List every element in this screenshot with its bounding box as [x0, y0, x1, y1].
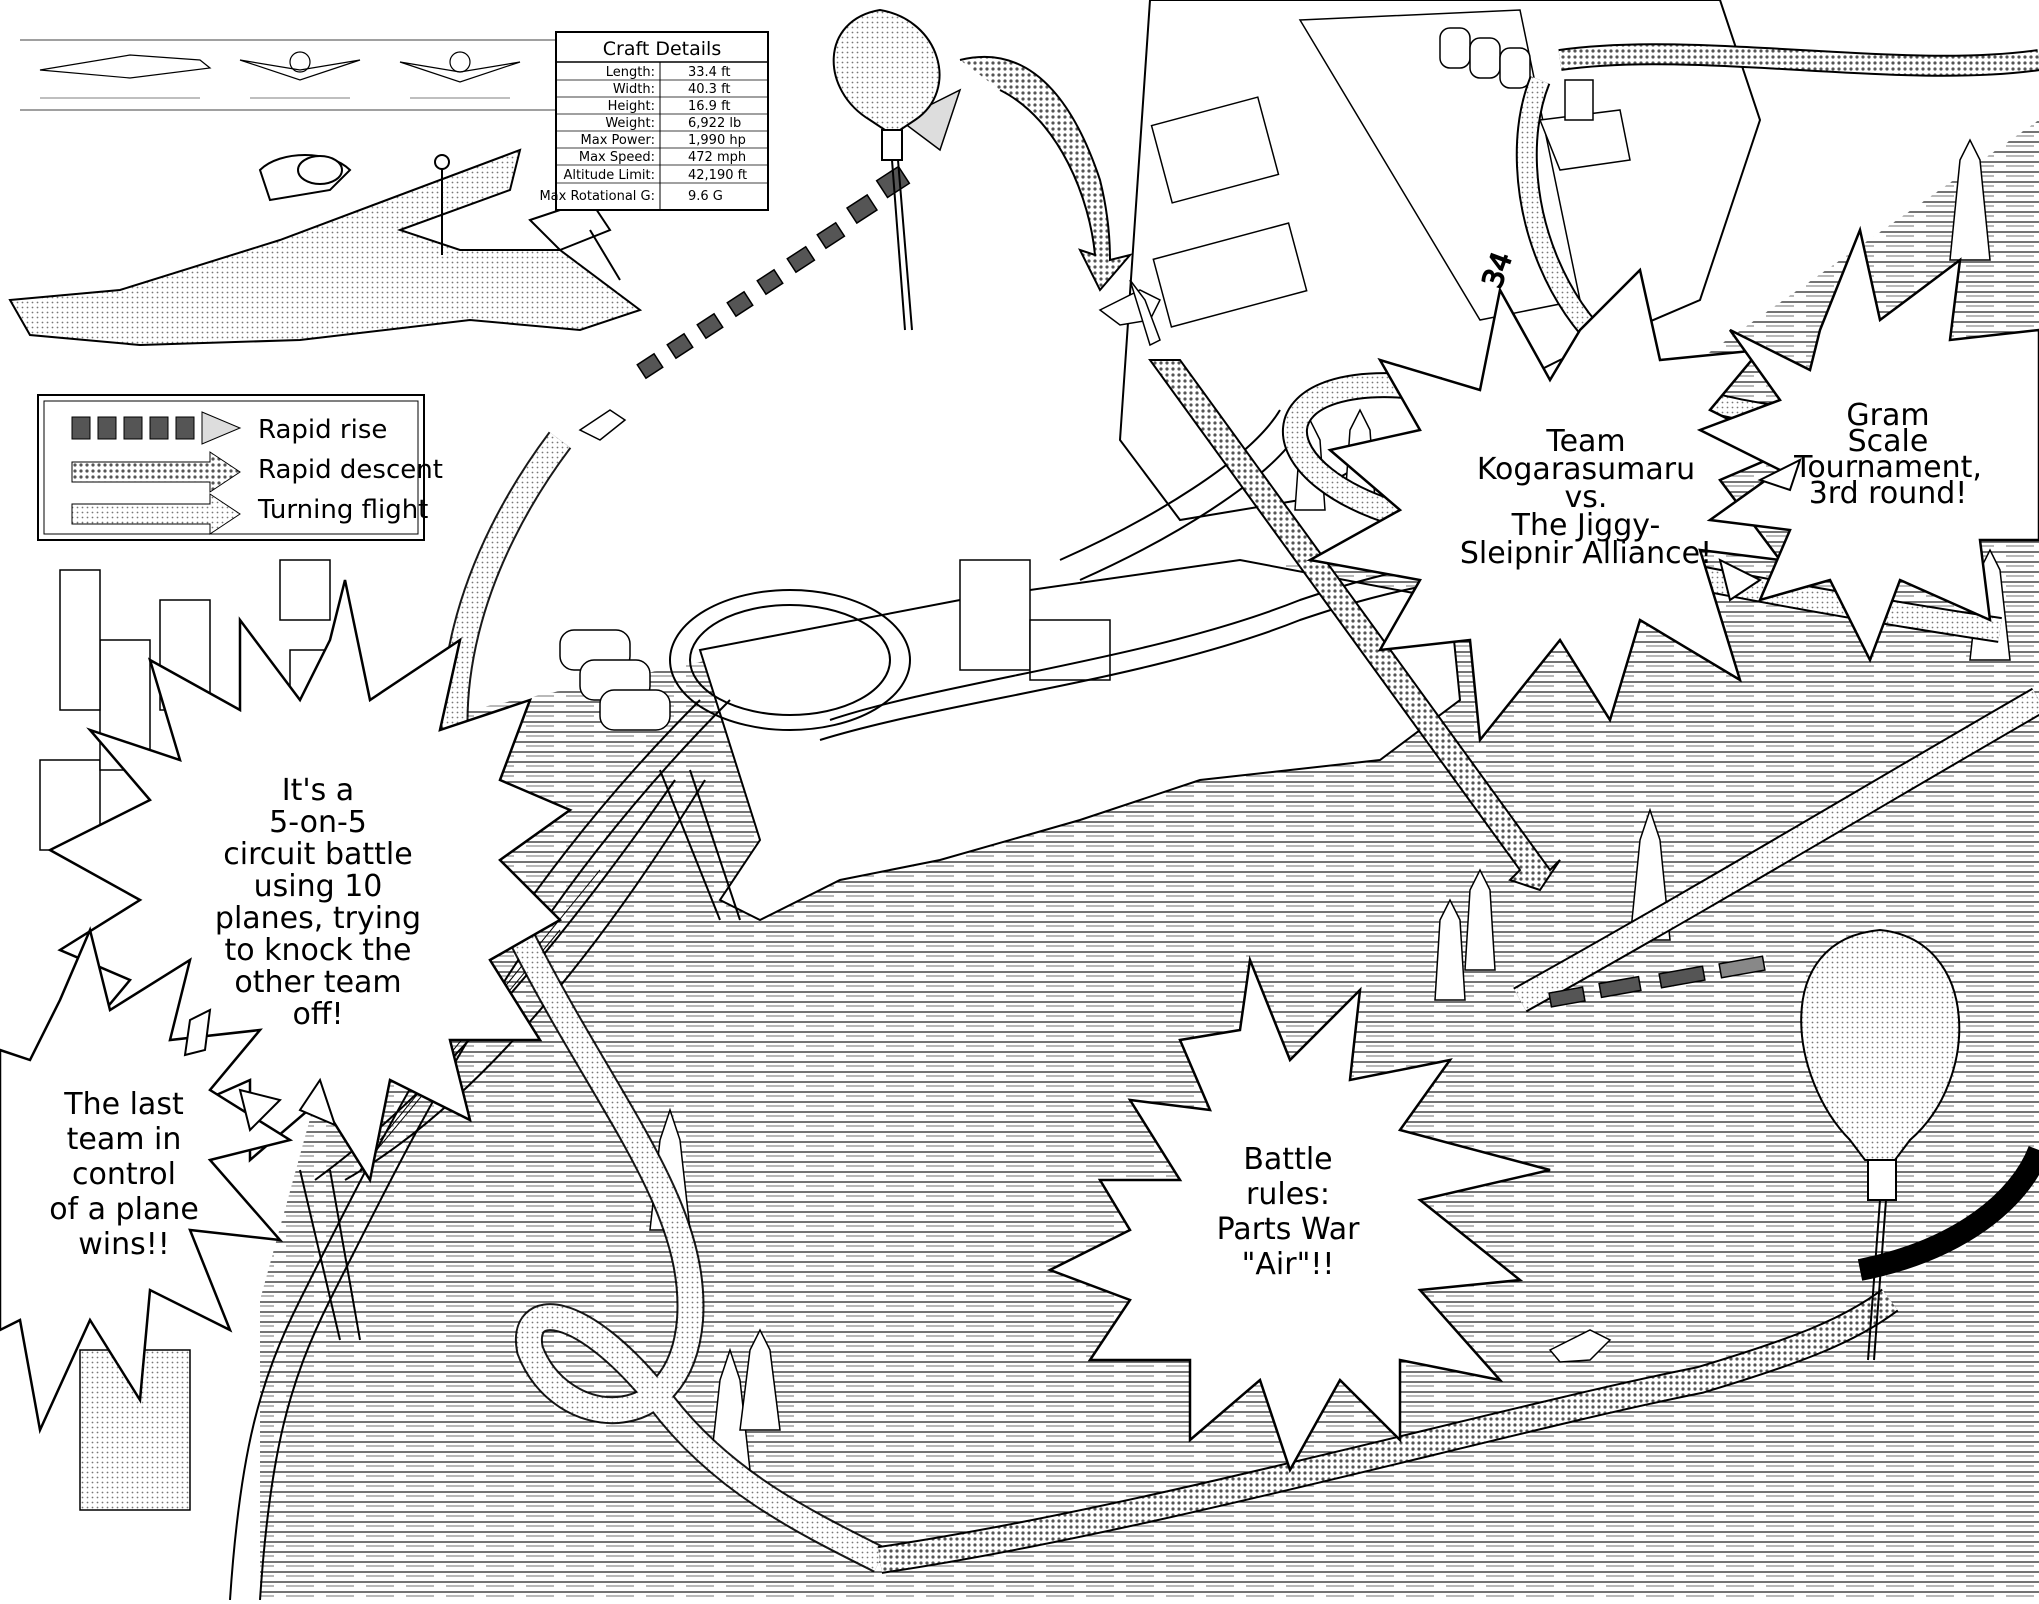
bubble-rules: Battle rules: Parts War "Air"!!	[1046, 955, 1551, 1474]
debris-shards	[183, 458, 1802, 1132]
bubble-rules-line: rules:	[1246, 1177, 1330, 1212]
flight-legend: Rapid rise Rapid descent Turning flight	[37, 394, 443, 541]
hot-air-balloon-top	[832, 8, 941, 331]
bubble-last-team-line: team in	[67, 1122, 182, 1157]
rapid-rise-swatch	[71, 411, 242, 445]
craft-spec-value: 1,990 hp	[688, 133, 746, 148]
bubble-circuit-line: using 10	[254, 869, 383, 904]
bubble-team-line: Sleipnir Alliance!	[1460, 536, 1712, 571]
craft-spec-value: 33.4 ft	[688, 65, 731, 80]
bubble-circuit-line: 5-on-5	[269, 805, 367, 840]
bubble-last-team-line: wins!!	[78, 1227, 170, 1262]
rapid-descent-swatch	[71, 451, 241, 493]
bubble-circuit-line: It's a	[282, 773, 354, 808]
craft-spec-value: 9.6 G	[688, 189, 723, 204]
bubble-tournament-line: Scale	[1848, 424, 1929, 459]
bubble-team: Team Kogarasumaru vs. The Jiggy- Sleipni…	[1306, 267, 1793, 744]
bubble-circuit-line: other team	[234, 965, 401, 1000]
craft-blueprint	[20, 39, 560, 111]
bubble-last-team-line: The last	[63, 1087, 184, 1122]
craft-details-table: Craft Details Length: 33.4 ft Width: 40.…	[539, 31, 769, 211]
racing-aircraft	[8, 148, 643, 347]
bubble-last-team-line: control	[72, 1157, 176, 1192]
control-tower	[1538, 79, 1631, 171]
small-planes	[578, 279, 1612, 1363]
bubble-team-line: The Jiggy-	[1511, 508, 1661, 543]
bubble-circuit: It's a 5-on-5 circuit battle using 10 pl…	[47, 579, 573, 1184]
craft-details-rows: Length: 33.4 ft Width: 40.3 ft Height: 1…	[539, 65, 747, 204]
bubble-team-line: Team	[1545, 424, 1625, 459]
bubble-rules-line: Parts War	[1217, 1212, 1361, 1247]
bubble-tournament-line: Gram	[1846, 398, 1929, 433]
bubble-tournament-line: 3rd round!	[1809, 476, 1968, 511]
legend-rapid-rise-label: Rapid rise	[258, 415, 387, 445]
bubble-circuit-line: off!	[292, 997, 343, 1032]
hangars	[1439, 27, 1531, 89]
craft-spec-label: Height:	[608, 99, 655, 114]
craft-spec-label: Max Rotational G:	[539, 189, 655, 204]
bubble-rules-line: Battle	[1243, 1142, 1332, 1177]
bubble-tournament-line: Tournament,	[1793, 450, 1982, 485]
hot-air-balloon-bottom	[1800, 928, 1961, 1361]
craft-spec-value: 472 mph	[688, 150, 746, 165]
bubble-last-team: The last team in control of a plane wins…	[0, 926, 294, 1435]
craft-spec-label: Weight:	[605, 116, 655, 131]
craft-spec-value: 42,190 ft	[688, 168, 747, 183]
craft-spec-value: 6,922 lb	[688, 116, 741, 131]
craft-spec-label: Max Speed:	[579, 150, 655, 165]
craft-spec-value: 40.3 ft	[688, 82, 731, 97]
legend-rapid-descent-label: Rapid descent	[258, 455, 443, 485]
craft-spec-label: Width:	[613, 82, 655, 97]
bubble-circuit-line: planes, trying	[215, 901, 421, 936]
craft-spec-label: Altitude Limit:	[563, 168, 655, 183]
craft-spec-value: 16.9 ft	[688, 99, 731, 114]
bubble-team-line: Kogarasumaru	[1477, 452, 1695, 487]
craft-details-title: Craft Details	[603, 38, 721, 60]
rapid-rise-arrow	[636, 88, 1766, 1008]
craft-spec-label: Length:	[606, 65, 655, 80]
bubble-team-line: vs.	[1565, 480, 1608, 515]
legend-turning-flight-label: Turning flight	[257, 495, 428, 525]
bubble-tournament: Gram Scale Tournament, 3rd round!	[1696, 225, 2039, 664]
bubble-last-team-line: of a plane	[49, 1192, 199, 1227]
bubble-circuit-line: to knock the	[224, 933, 411, 968]
rapid-descent-arrow	[959, 55, 1561, 892]
craft-spec-label: Max Power:	[581, 133, 655, 148]
bubble-circuit-line: circuit battle	[223, 837, 412, 872]
bubble-rules-line: "Air"!!	[1242, 1247, 1335, 1282]
turning-flight-swatch	[71, 493, 241, 535]
